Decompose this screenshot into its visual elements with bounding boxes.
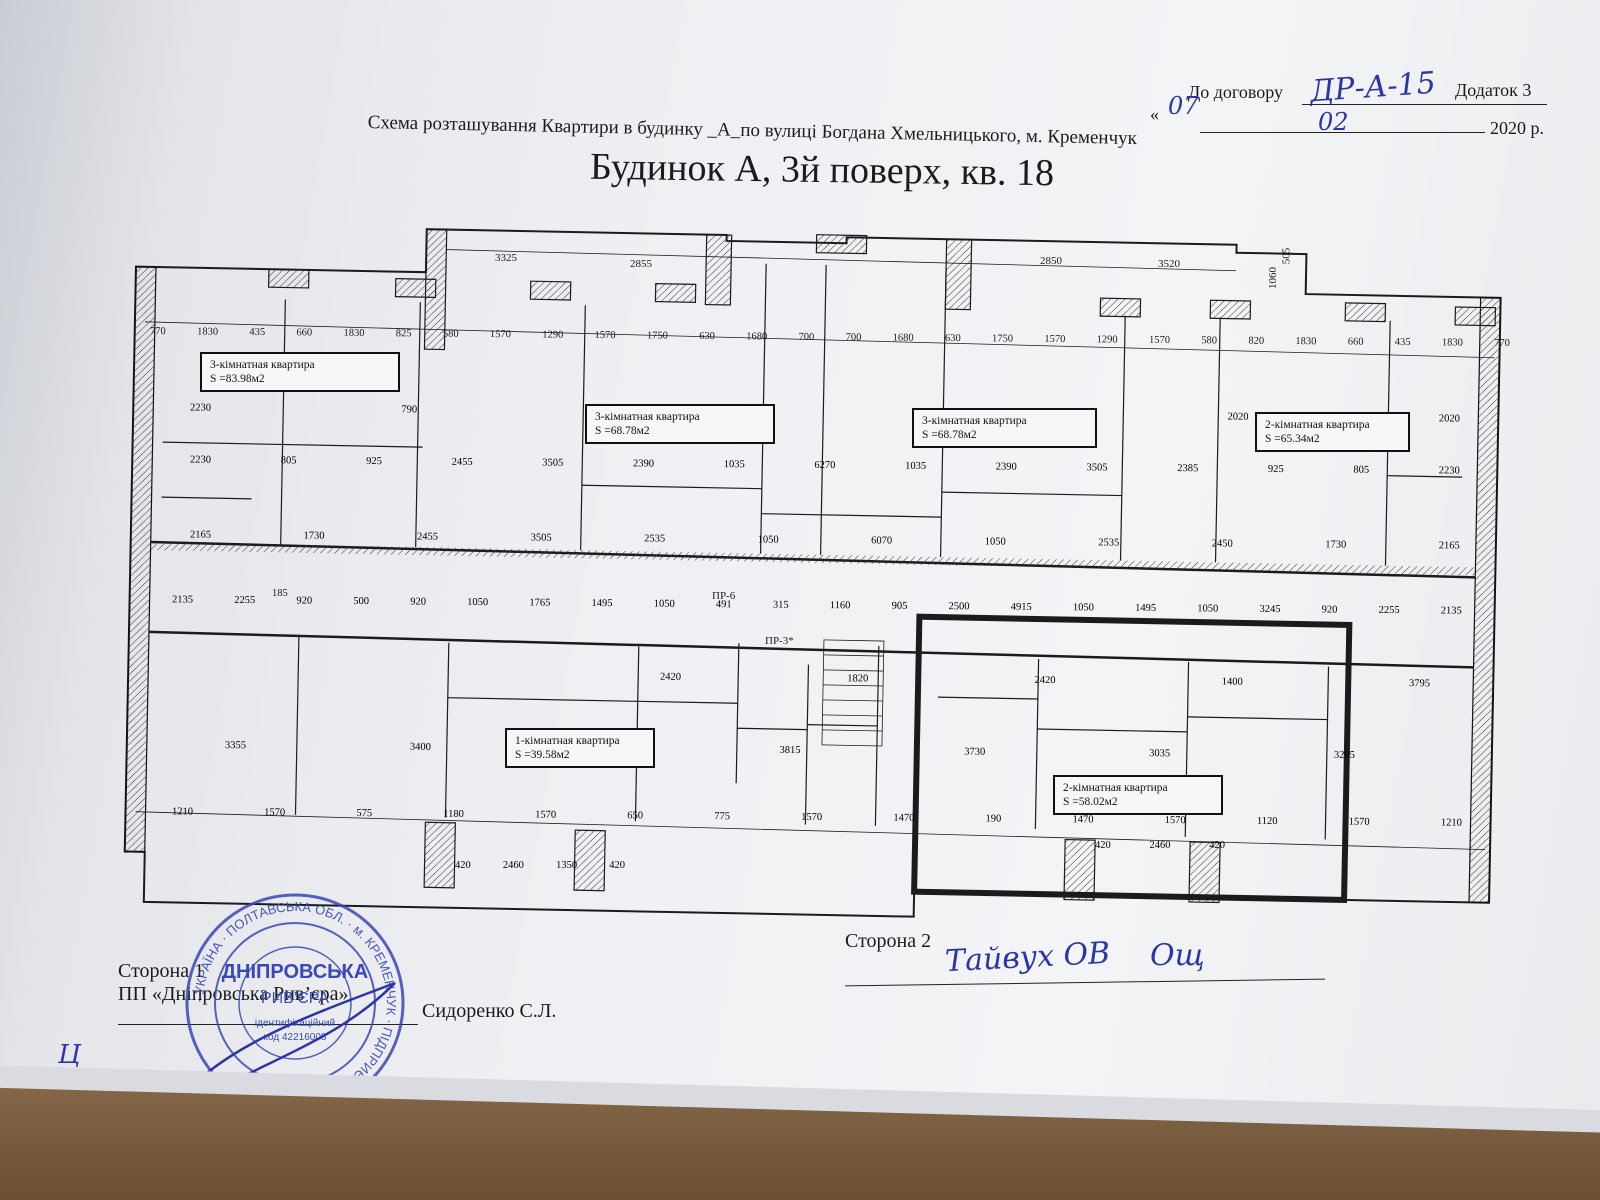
date-month: 02 — [1318, 108, 1349, 136]
document-page: До договору ДР-А-15 Додаток 3 « 07 02 20… — [0, 0, 1600, 1110]
dim-top-2: 2855 — [630, 258, 652, 270]
side1-signature-line — [118, 1024, 418, 1025]
dim-top-4: 3520 — [1158, 258, 1180, 270]
side1-label: Сторона 1 — [118, 960, 205, 982]
signature-scribble — [189, 981, 396, 1089]
stamp-center-bottom2: код 42216008 — [264, 1032, 327, 1043]
date-quote: « — [1150, 104, 1159, 124]
date-year: 2020 р. — [1490, 118, 1544, 138]
label-pr6: ПР-6 — [712, 590, 736, 602]
stamp-center-mid: РИВ’ЄРА — [261, 990, 330, 1007]
document-title: Будинок А, 3й поверх, кв. 18 — [589, 145, 1055, 195]
side1-person: Сидоренко С.Л. — [422, 1000, 557, 1022]
dim-top-1: 3325 — [495, 252, 517, 264]
floor-plan-drawing — [123, 228, 1502, 918]
document-subtitle: Схема розташування Квартири в будинку _А… — [367, 112, 1138, 150]
stamp-center-top: ДНІПРОВСЬКА — [222, 961, 368, 983]
dim-185: 185 — [272, 588, 288, 599]
dogovoru-label: До договору — [1188, 82, 1284, 102]
dim-top-3: 2850 — [1040, 255, 1062, 267]
side2-signature: Тайвух ОВ — [944, 935, 1111, 980]
side1-company: ПП «Дніпровська Рив’єра» — [118, 983, 349, 1005]
date-underline — [1200, 132, 1485, 133]
side2-signature-line — [845, 978, 1325, 987]
side1-mark: Ц — [58, 1040, 81, 1070]
dim-top-6: 505 — [1280, 247, 1293, 265]
dogovoru-underline — [1302, 104, 1547, 105]
label-pr3: ПР-3* — [765, 635, 794, 647]
date-day: 07 — [1168, 92, 1199, 120]
side2-initials: Ощ — [1150, 938, 1205, 973]
dodatok-label: Додаток 3 — [1455, 80, 1532, 100]
side2-label: Сторона 2 — [845, 930, 932, 952]
dim-top-5: 1060 — [1267, 267, 1279, 289]
dogovoru-number: ДР-А-15 — [1308, 65, 1437, 110]
